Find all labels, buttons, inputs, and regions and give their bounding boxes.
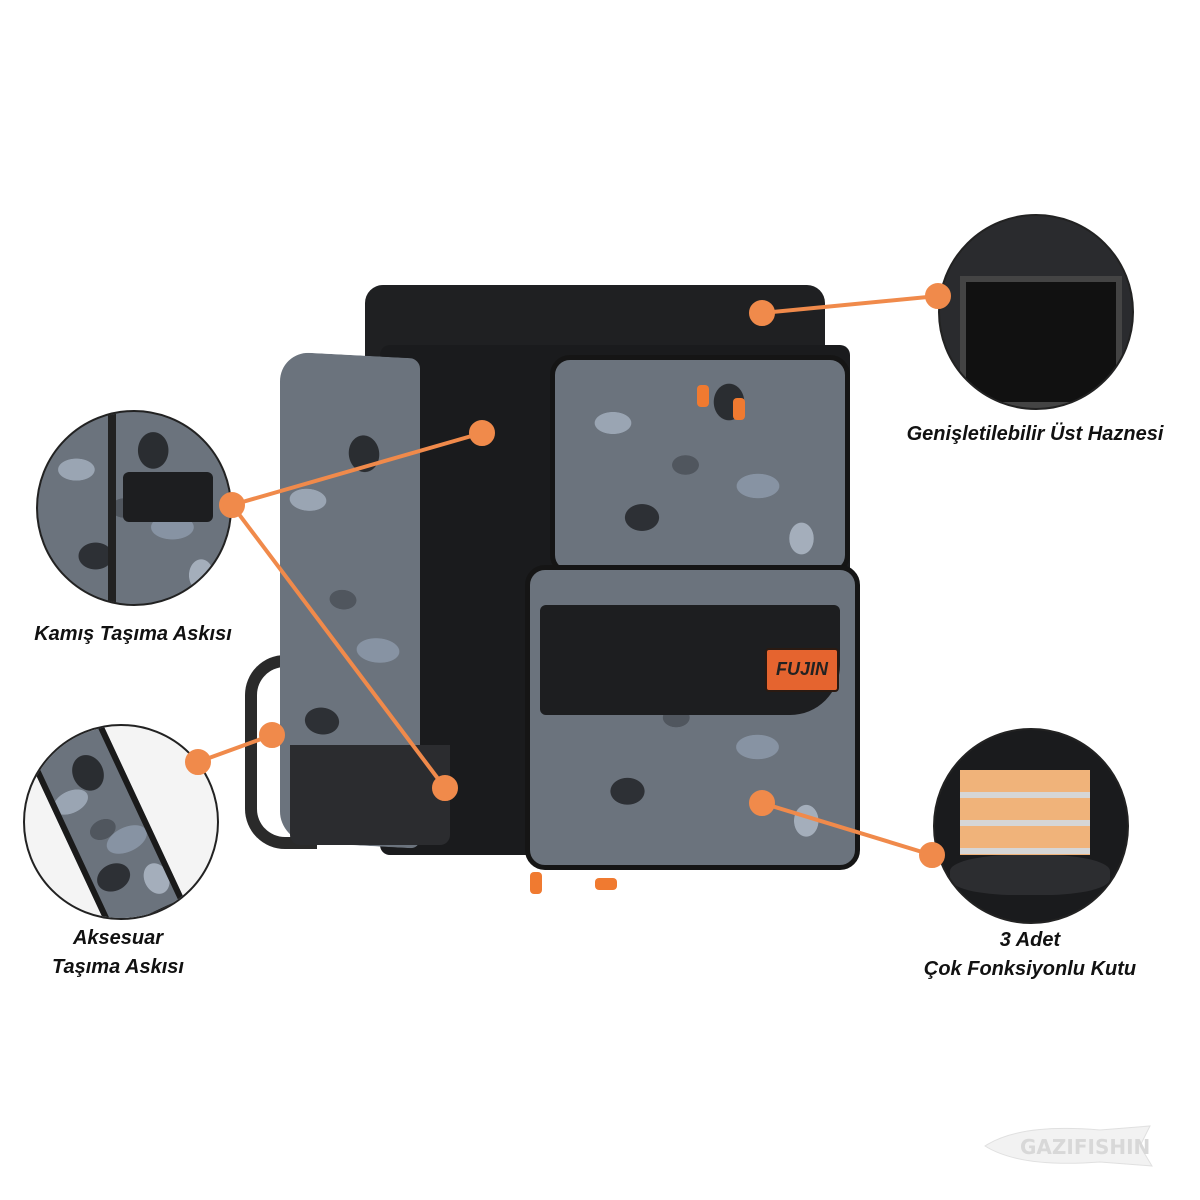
callout-dot [919,842,945,868]
callout-dot [925,283,951,309]
watermark-logo: GAZIFISHIN [980,1118,1170,1172]
zipper-pull [530,872,542,894]
detail-top-compartment [938,214,1134,410]
zipper-pull [595,878,617,890]
callout-dot [432,775,458,801]
label-rod-holder: Kamış Taşıma Askısı [34,623,232,645]
label-tackle-boxes: 3 Adet Çok Fonksiyonlu Kutu [923,929,1137,980]
brand-patch: FUJIN [765,648,839,692]
fish-logo-icon: GAZIFISHIN [984,1125,1153,1167]
leader-line [761,801,933,857]
leader-line [231,431,483,507]
callout-dot [259,722,285,748]
zipper-pull [733,398,745,420]
detail-rod-holder [36,410,232,606]
detail-tackle-boxes [933,728,1129,924]
label-top-compartment: Genişletilebilir Üst Haznesi [906,423,1164,445]
callout-dot [219,492,245,518]
zipper-pull [697,385,709,407]
callout-dot [185,749,211,775]
callout-dot [749,300,775,326]
svg-text:GAZIFISHIN: GAZIFISHIN [1020,1135,1150,1159]
brand-patch-text: FUJIN [775,659,828,679]
callout-dot [469,420,495,446]
leader-line [761,294,939,315]
label-accessory-strap: Aksesuar Taşıma Askısı [52,927,184,978]
callout-dot [749,790,775,816]
leader-line [197,733,273,764]
leader-line [230,503,447,790]
